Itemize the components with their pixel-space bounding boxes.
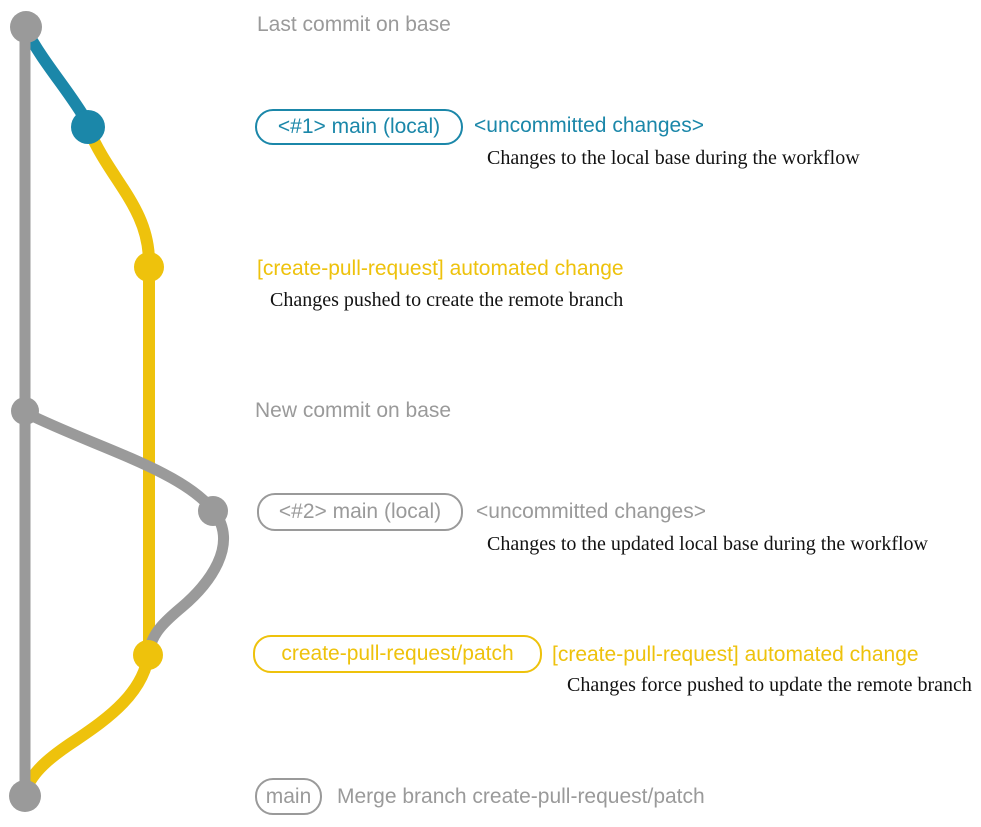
commit-message-uncommitted-changes-1: <uncommitted changes> xyxy=(474,114,704,137)
commit-dot-automated-change-force-push xyxy=(133,640,163,670)
commit-message-merge-branch: Merge branch create-pull-request/patch xyxy=(337,785,705,808)
commit-message-uncommitted-changes-2: <uncommitted changes> xyxy=(476,500,706,523)
annotation-force-push-update-remote-branch: Changes force pushed to update the remot… xyxy=(567,674,972,696)
branch-line-main-local-2 xyxy=(20,407,229,654)
annotation-updated-local-base-changes: Changes to the updated local base during… xyxy=(487,533,928,555)
commit-message-automated-change-1: [create-pull-request] automated change xyxy=(257,257,624,280)
annotation-new-commit-on-base: New commit on base xyxy=(255,399,452,422)
commit-dot-new-commit-on-base xyxy=(11,397,39,425)
annotation-local-base-changes: Changes to the local base during the wor… xyxy=(487,147,860,169)
annotation-push-create-remote-branch: Changes pushed to create the remote bran… xyxy=(270,289,624,311)
commit-dot-main-local-1 xyxy=(71,110,105,144)
branch-badge-main: main xyxy=(255,778,322,815)
commit-dot-last-commit-on-base xyxy=(10,11,42,43)
commit-dot-main-local-2 xyxy=(198,496,228,526)
annotation-last-commit-on-base: Last commit on base xyxy=(257,13,451,36)
branch-badge-main-local-1: <#1> main (local) xyxy=(255,109,463,145)
commit-dot-merge-commit xyxy=(9,780,41,812)
commit-dot-automated-change xyxy=(134,252,164,282)
branch-line-create-pull-request-patch xyxy=(20,124,155,796)
branch-badge-create-pull-request-patch: create-pull-request/patch xyxy=(253,635,542,673)
branch-line-main-local-1 xyxy=(20,24,93,128)
commit-message-automated-change-2: [create-pull-request] automated change xyxy=(552,643,919,666)
branch-badge-main-local-2: <#2> main (local) xyxy=(257,493,463,531)
